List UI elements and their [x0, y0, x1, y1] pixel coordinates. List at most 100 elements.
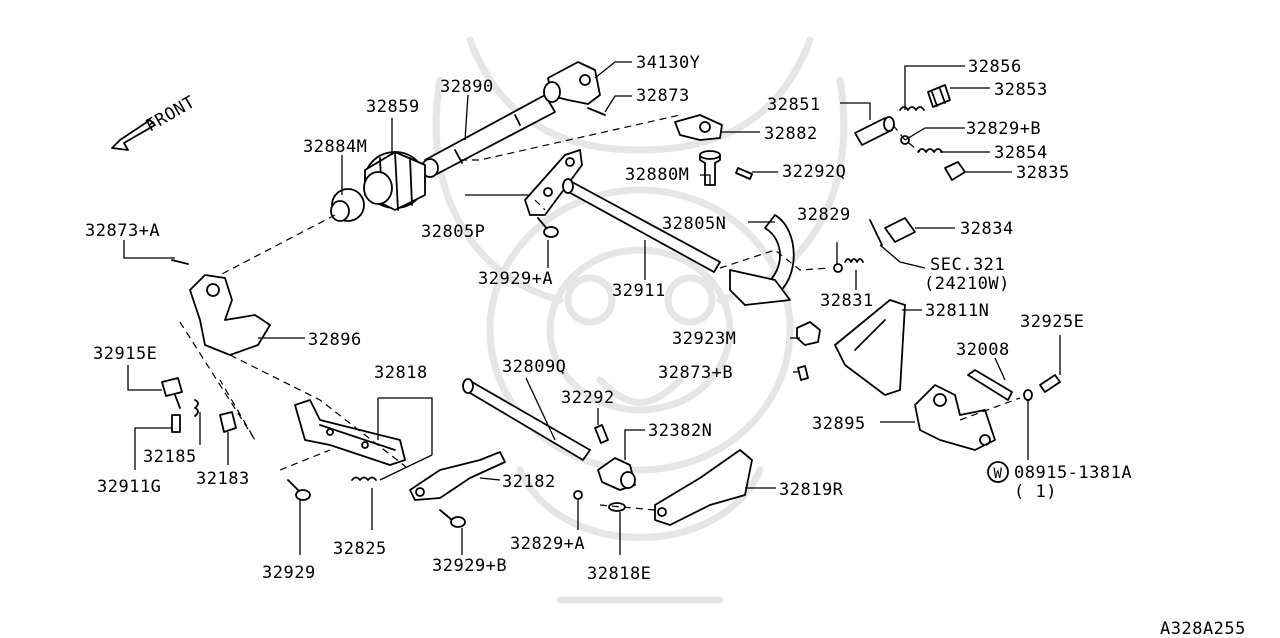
part-fork-32805N — [729, 214, 795, 306]
label-32859[interactable]: 32859 — [366, 97, 420, 117]
part-bolt-32929 — [287, 479, 311, 501]
w-symbol-text: W — [994, 466, 1003, 482]
label-08915[interactable]: 08915-1381A — [1014, 463, 1132, 483]
label-32805N[interactable]: 32805N — [662, 214, 726, 234]
part-ball-32829 — [833, 263, 843, 273]
label-32805P[interactable]: 32805P — [421, 222, 485, 242]
assembly-dashed-lines — [179, 114, 1021, 511]
part-spring-32856 — [899, 106, 925, 111]
part-ball-32829A — [573, 490, 583, 500]
label-32831[interactable]: 32831 — [820, 291, 874, 311]
front-arrow-icon: FRONT — [111, 92, 199, 151]
part-number-labels: 34130Y 32890 32873 32859 32882 32884M 32… — [85, 53, 1245, 638]
part-plug-32853 — [927, 84, 951, 108]
label-32911[interactable]: 32911 — [612, 281, 666, 301]
label-32819R[interactable]: 32819R — [779, 480, 844, 500]
label-32811N[interactable]: 32811N — [925, 301, 989, 321]
label-34130Y[interactable]: 34130Y — [636, 53, 700, 73]
part-lever-32008 — [967, 369, 1013, 401]
label-08915-qty: ( 1) — [1014, 482, 1057, 502]
label-32915E[interactable]: 32915E — [93, 344, 157, 364]
label-32183[interactable]: 32183 — [196, 469, 250, 489]
part-bracket-32895 — [914, 384, 996, 451]
part-fork-rod-32911 — [562, 178, 721, 273]
label-32884M[interactable]: 32884M — [303, 137, 367, 157]
label-32008[interactable]: 32008 — [956, 340, 1010, 360]
label-32825[interactable]: 32825 — [333, 539, 387, 559]
label-32829A[interactable]: 32829+A — [510, 534, 585, 554]
label-32911G[interactable]: 32911G — [97, 477, 161, 497]
label-sec321[interactable]: SEC.321 — [930, 255, 1005, 275]
part-lever-32896 — [189, 274, 271, 356]
label-32854[interactable]: 32854 — [994, 143, 1048, 163]
part-bracket-32805P — [524, 149, 583, 216]
label-32925E[interactable]: 32925E — [1020, 312, 1084, 332]
label-32895[interactable]: 32895 — [812, 414, 866, 434]
label-32382N[interactable]: 32382N — [648, 421, 712, 441]
part-block-32382N — [597, 457, 636, 491]
label-32829[interactable]: 32829 — [797, 205, 851, 225]
w-symbol-icon: W — [987, 461, 1009, 483]
label-32818[interactable]: 32818 — [374, 363, 428, 383]
part-rod-32809Q — [462, 378, 591, 461]
label-32182[interactable]: 32182 — [502, 472, 556, 492]
label-32853[interactable]: 32853 — [994, 80, 1048, 100]
front-label: FRONT — [143, 92, 199, 136]
part-pin-32292 — [594, 424, 609, 444]
part-bolt-32915E — [161, 377, 183, 409]
label-32809Q[interactable]: 32809Q — [502, 357, 566, 377]
part-spring-32854 — [917, 148, 943, 153]
label-32929B[interactable]: 32929+B — [432, 556, 507, 576]
label-32185[interactable]: 32185 — [143, 447, 197, 467]
part-bracket-32818 — [294, 399, 406, 466]
watermark-crest — [432, 36, 848, 604]
part-boot-32859 — [363, 151, 426, 211]
label-32851[interactable]: 32851 — [767, 95, 821, 115]
part-pin-32292Q — [735, 167, 753, 180]
part-lever-32182 — [409, 451, 506, 501]
part-bushing-32884M — [330, 188, 365, 222]
part-switch-32834 — [869, 217, 916, 246]
part-washer-08915 — [1023, 389, 1033, 401]
part-pin-32880M — [699, 150, 721, 186]
label-32873[interactable]: 32873 — [636, 86, 690, 106]
part-pin-32873A — [171, 259, 189, 265]
part-spring-32831 — [844, 258, 864, 263]
part-block-32923M — [796, 321, 821, 346]
part-bolt-32929A — [537, 217, 559, 238]
label-32890[interactable]: 32890 — [440, 77, 494, 97]
label-32882[interactable]: 32882 — [764, 124, 818, 144]
label-sec321-sub: (24210W) — [924, 274, 1010, 294]
label-32929[interactable]: 32929 — [262, 563, 316, 583]
part-plug-32835 — [944, 161, 966, 181]
label-32835[interactable]: 32835 — [1016, 163, 1070, 183]
part-interlock-32882 — [674, 114, 723, 141]
part-bolt-32929B — [439, 509, 466, 528]
label-32923M[interactable]: 32923M — [672, 329, 736, 349]
label-32856[interactable]: 32856 — [968, 57, 1022, 77]
label-32829B[interactable]: 32829+B — [966, 119, 1041, 139]
part-fork-32811N — [834, 299, 906, 396]
part-striking-lever-34130Y — [543, 61, 601, 105]
part-plunger-32851 — [854, 116, 895, 146]
label-32292Q[interactable]: 32292Q — [782, 162, 846, 182]
part-pin-32873 — [587, 107, 606, 116]
part-fork-32819R — [654, 449, 753, 526]
part-pin-32873B — [797, 365, 809, 381]
label-32292[interactable]: 32292 — [561, 388, 615, 408]
part-spring-32185 — [194, 399, 199, 417]
label-32873A[interactable]: 32873+A — [85, 221, 160, 241]
part-pin-32911G — [171, 414, 181, 433]
label-32834[interactable]: 32834 — [960, 219, 1014, 239]
label-32880M[interactable]: 32880M — [625, 165, 689, 185]
label-32896[interactable]: 32896 — [308, 330, 362, 350]
leader-lines — [123, 61, 1061, 555]
part-washer-32183 — [219, 411, 237, 433]
label-32873B[interactable]: 32873+B — [658, 363, 733, 383]
label-32929A[interactable]: 32929+A — [478, 269, 553, 289]
part-shift-rod-32890 — [421, 94, 556, 178]
label-32818E[interactable]: 32818E — [587, 564, 651, 584]
part-spring-32825 — [351, 476, 377, 481]
